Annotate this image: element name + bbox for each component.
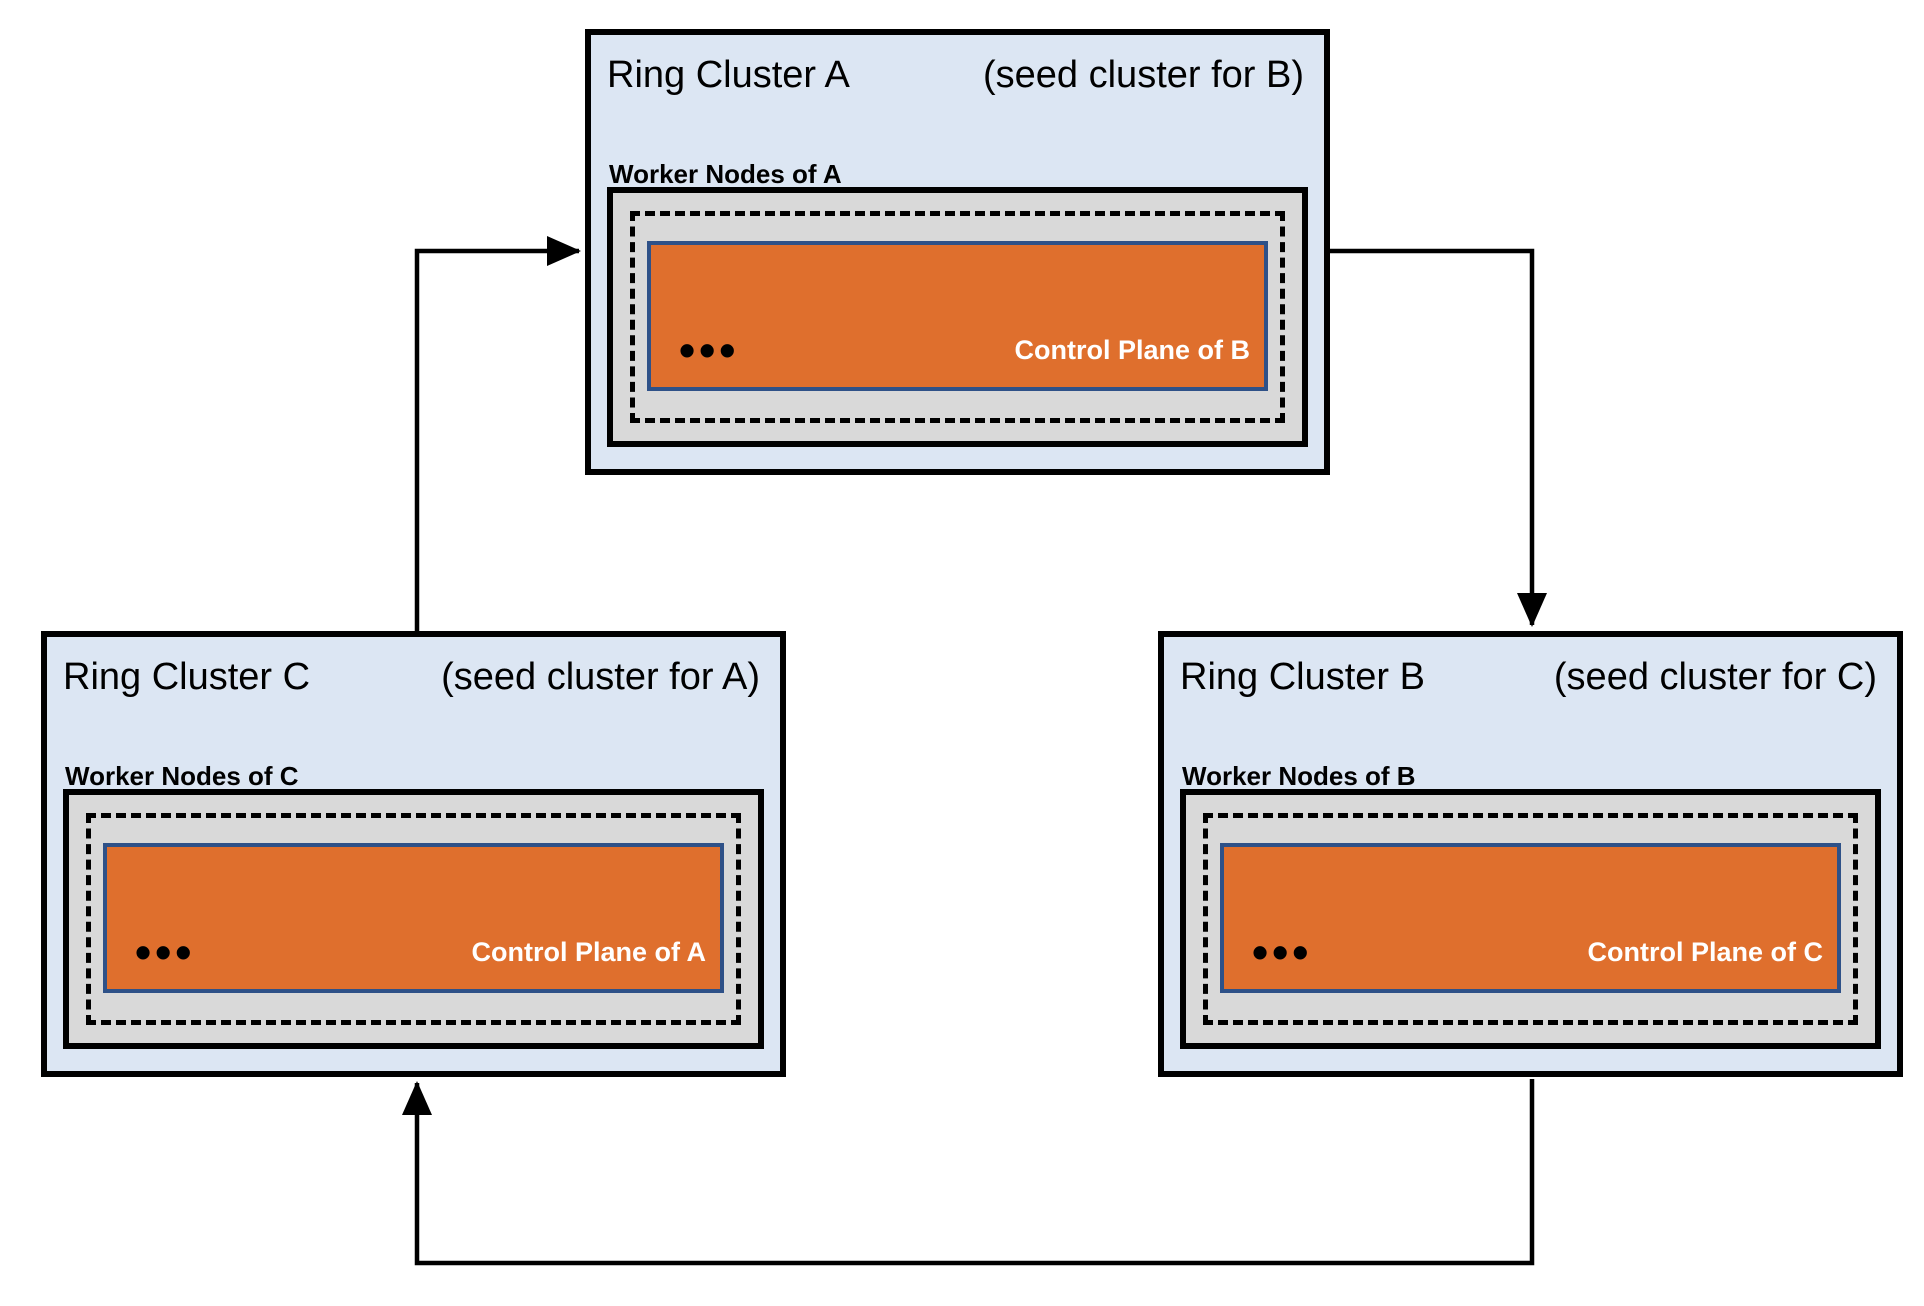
- cluster-a-dashed-zone: ••• Control Plane of B: [630, 211, 1285, 423]
- cluster-a-control-plane-label: Control Plane of B: [1014, 334, 1251, 365]
- cluster-b-control-row: ••• Control Plane of C: [1252, 929, 1823, 975]
- cluster-b-control-plane-box: ••• Control Plane of C: [1220, 843, 1841, 993]
- cluster-c-dashed-zone: ••• Control Plane of A: [86, 813, 741, 1025]
- cluster-b-title-row: Ring Cluster B (seed cluster for C): [1180, 655, 1877, 701]
- cluster-a-control-plane-box: ••• Control Plane of B: [647, 241, 1268, 391]
- ellipsis-dots: •••: [135, 926, 196, 978]
- cluster-b-seed-note: (seed cluster for C): [1553, 656, 1877, 698]
- cluster-c-box: Ring Cluster C (seed cluster for A) Work…: [41, 631, 786, 1077]
- cluster-a-seed-note: (seed cluster for B): [983, 54, 1304, 96]
- cluster-b-title: Ring Cluster B: [1180, 656, 1425, 698]
- cluster-b-worker-nodes-box: ••• Control Plane of C: [1180, 789, 1881, 1049]
- cluster-b-dashed-zone: ••• Control Plane of C: [1203, 813, 1858, 1025]
- cluster-a-control-row: ••• Control Plane of B: [679, 327, 1250, 373]
- cluster-c-control-plane-label: Control Plane of A: [471, 936, 707, 967]
- cluster-c-seed-note: (seed cluster for A): [441, 656, 760, 698]
- cluster-c-worker-nodes-box: ••• Control Plane of A: [63, 789, 764, 1049]
- cluster-a-title-row: Ring Cluster A (seed cluster for B): [607, 53, 1304, 99]
- arrow-b-to-c: [402, 1079, 1535, 1266]
- cluster-a-worker-nodes-label: Worker Nodes of A: [609, 159, 842, 189]
- cluster-c-worker-nodes-label: Worker Nodes of C: [65, 761, 299, 791]
- cluster-b-box: Ring Cluster B (seed cluster for C) Work…: [1158, 631, 1903, 1077]
- cluster-a-worker-nodes-box: ••• Control Plane of B: [607, 187, 1308, 447]
- cluster-a-title: Ring Cluster A: [607, 54, 850, 96]
- cluster-b-worker-nodes-label: Worker Nodes of B: [1182, 761, 1416, 791]
- arrow-c-to-a: [414, 236, 581, 633]
- cluster-c-title: Ring Cluster C: [63, 656, 311, 698]
- cluster-c-title-row: Ring Cluster C (seed cluster for A): [63, 655, 760, 701]
- cluster-a-box: Ring Cluster A (seed cluster for B) Work…: [585, 29, 1330, 475]
- cluster-c-control-plane-box: ••• Control Plane of A: [103, 843, 724, 993]
- arrow-a-to-b: [1330, 248, 1547, 627]
- ellipsis-dots: •••: [1252, 926, 1313, 978]
- cluster-c-control-row: ••• Control Plane of A: [135, 929, 706, 975]
- cluster-b-control-plane-label: Control Plane of C: [1587, 936, 1824, 967]
- ellipsis-dots: •••: [679, 324, 740, 376]
